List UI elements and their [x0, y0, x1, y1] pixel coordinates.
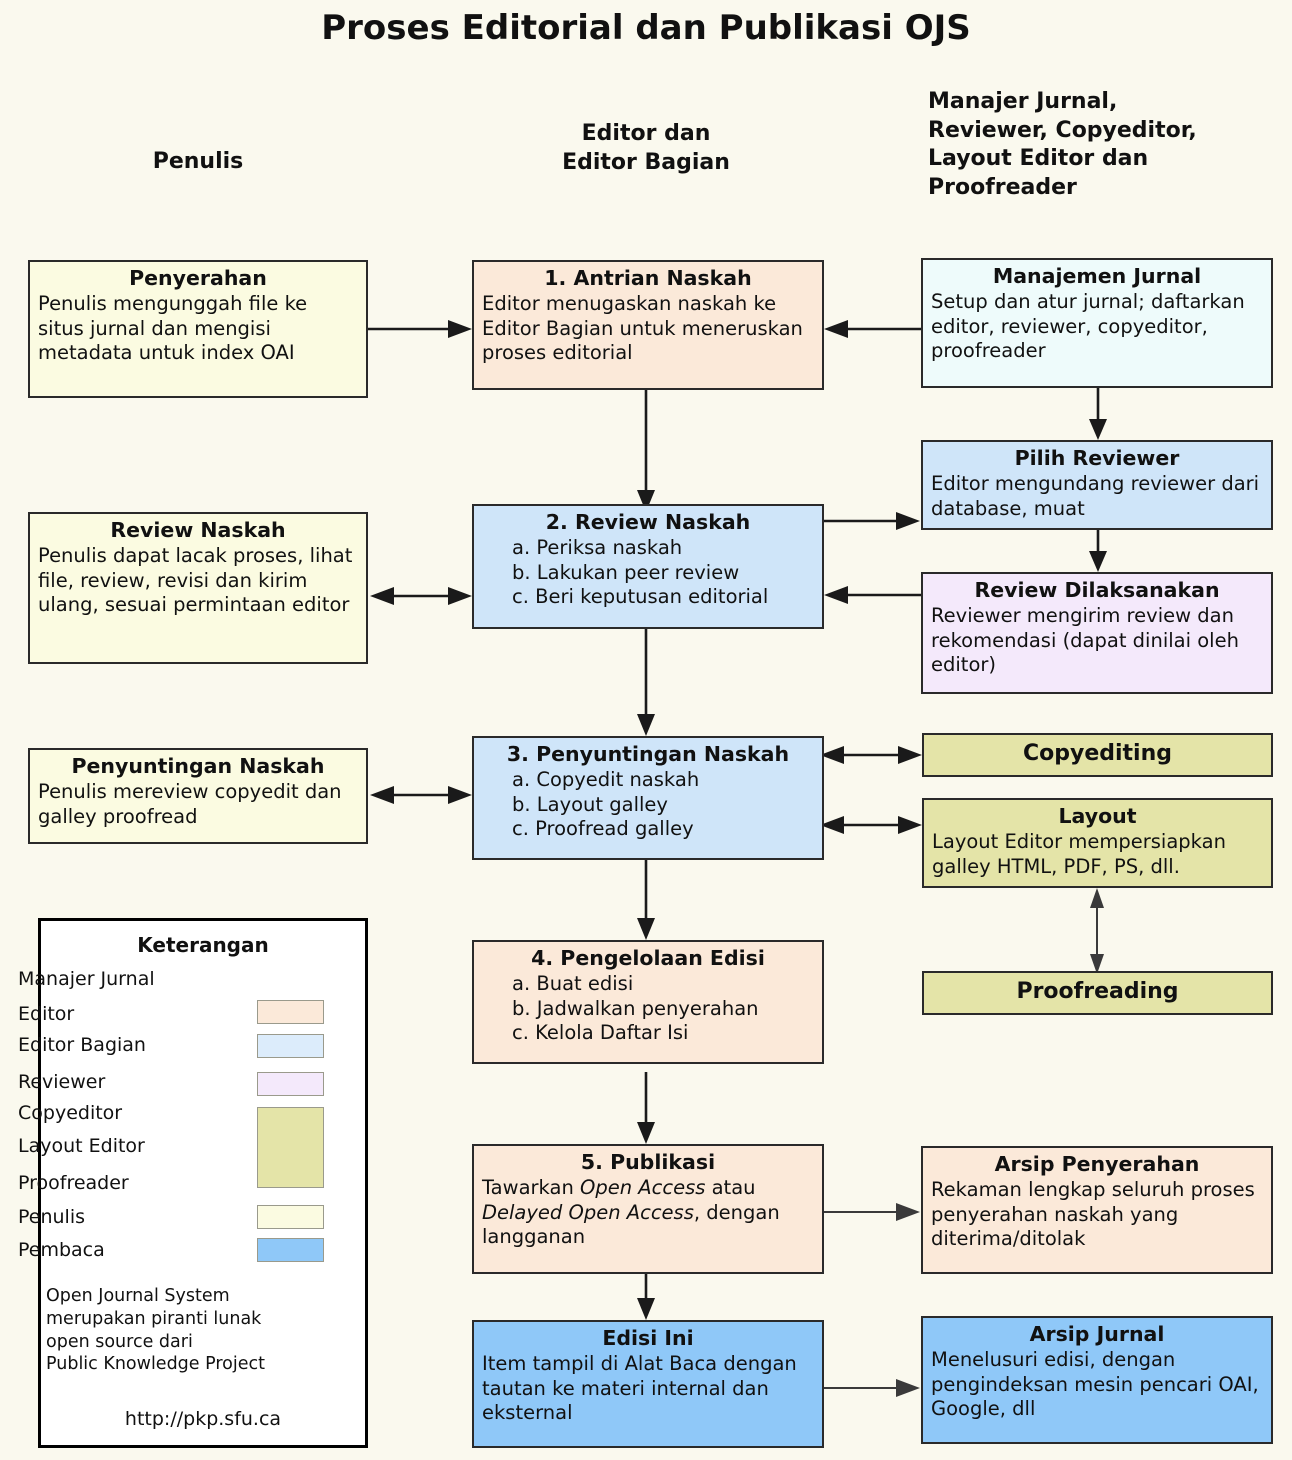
box-copyediting-title: Copyediting — [1022, 741, 1173, 767]
box-layout-body: Layout Editor mempersiapkan galley HTML,… — [932, 830, 1226, 878]
box-penyuntingan-naskah-title: 3. Penyuntingan Naskah — [506, 742, 790, 766]
legend-url: http://pkp.sfu.ca — [124, 1408, 282, 1430]
legend-title: Keterangan — [137, 933, 269, 957]
box-manajemen-jurnal-body: Setup dan atur jurnal; daftarkan editor,… — [931, 290, 1245, 362]
box-review-naskah-title: 2. Review Naskah — [545, 510, 751, 534]
box-pilih-reviewer[interactable]: Pilih Reviewer Editor mengundang reviewe… — [921, 440, 1273, 530]
box-penyuntingan-penulis[interactable]: Penyuntingan Naskah Penulis mereview cop… — [28, 748, 368, 844]
box-penyerahan-title: Penyerahan — [129, 266, 267, 290]
box-manajemen-jurnal-title: Manajemen Jurnal — [992, 264, 1202, 288]
box-layout[interactable]: Layout Layout Editor mempersiapkan galle… — [922, 798, 1273, 888]
legend-swatch-production — [257, 1107, 324, 1188]
legend-swatch-penulis — [257, 1205, 324, 1229]
box-penyerahan-body: Penulis mengunggah file ke situs jurnal … — [38, 292, 308, 364]
box-edisi-ini-title: Edisi Ini — [602, 1326, 694, 1350]
column-header-editor: Editor dan Editor Bagian — [562, 121, 730, 175]
box-review-naskah-item-c: c. Beri keputusan editorial — [512, 584, 769, 608]
legend-item-copyeditor: Copyeditor — [18, 1102, 123, 1124]
box-edisi-ini-body: Item tampil di Alat Baca dengan tautan k… — [482, 1352, 797, 1424]
box-antrian-naskah-title: 1. Antrian Naskah — [544, 266, 752, 290]
legend-item-editor-bagian: Editor Bagian — [18, 1034, 146, 1056]
box-arsip-penyerahan-title: Arsip Penyerahan — [994, 1152, 1200, 1176]
legend-swatch-pembaca — [257, 1238, 324, 1262]
box-review-naskah-penulis-body: Penulis dapat lacak proses, lihat file, … — [38, 544, 353, 616]
legend-item-reviewer: Reviewer — [18, 1071, 106, 1093]
legend-item-manajer-jurnal: Manajer Jurnal — [18, 968, 155, 990]
legend-swatch-reviewer — [257, 1072, 324, 1096]
box-pengelolaan-edisi-title: 4. Pengelolaan Edisi — [531, 946, 765, 970]
box-penyuntingan-naskah-item-b: b. Layout galley — [512, 792, 668, 816]
box-publikasi-title: 5. Publikasi — [580, 1150, 716, 1174]
box-penyuntingan-penulis-body: Penulis mereview copyedit dan galley pro… — [38, 780, 342, 828]
box-review-dilaksanakan[interactable]: Review Dilaksanakan Reviewer mengirim re… — [921, 572, 1273, 694]
box-publikasi[interactable]: 5. Publikasi Tawarkan Open Access atau D… — [472, 1144, 824, 1274]
legend-item-proofreader: Proofreader — [18, 1172, 129, 1194]
column-header-penulis: Penulis — [152, 149, 244, 174]
box-pengelolaan-edisi-item-b: b. Jadwalkan penyerahan — [512, 996, 759, 1020]
box-proofreading[interactable]: Proofreading — [922, 971, 1273, 1015]
box-review-naskah-penulis[interactable]: Review Naskah Penulis dapat lacak proses… — [28, 512, 368, 664]
box-penyuntingan-penulis-title: Penyuntingan Naskah — [71, 754, 325, 778]
box-review-dilaksanakan-body: Reviewer mengirim review dan rekomendasi… — [931, 604, 1239, 676]
legend-swatch-editor — [257, 1000, 324, 1024]
box-edisi-ini[interactable]: Edisi Ini Item tampil di Alat Baca denga… — [472, 1320, 824, 1448]
box-arsip-jurnal-body: Menelusuri edisi, dengan pengindeksan me… — [931, 1348, 1259, 1420]
box-pilih-reviewer-body: Editor mengundang reviewer dari database… — [931, 472, 1260, 520]
box-arsip-jurnal[interactable]: Arsip Jurnal Menelusuri edisi, dengan pe… — [921, 1316, 1273, 1444]
box-layout-title: Layout — [1058, 804, 1137, 828]
box-antrian-naskah-body: Editor menugaskan naskah ke Editor Bagia… — [482, 292, 803, 364]
box-publikasi-body: Tawarkan Open Access atau Delayed Open A… — [482, 1176, 780, 1248]
box-manajemen-jurnal[interactable]: Manajemen Jurnal Setup dan atur jurnal; … — [921, 258, 1273, 388]
legend-item-layout-editor: Layout Editor — [18, 1135, 145, 1157]
box-proofreading-title: Proofreading — [1016, 979, 1179, 1005]
legend-swatch-editor-bagian — [257, 1034, 324, 1058]
box-pengelolaan-edisi-item-c: c. Kelola Daftar Isi — [512, 1020, 689, 1044]
column-header-others: Manajer Jurnal, Reviewer, Copyeditor, La… — [928, 89, 1197, 200]
box-penyuntingan-naskah[interactable]: 3. Penyuntingan Naskah a. Copyedit naska… — [472, 736, 824, 860]
legend-note: Open Journal System merupakan piranti lu… — [46, 1286, 265, 1375]
box-arsip-penyerahan-body: Rekaman lengkap seluruh proses penyeraha… — [931, 1178, 1255, 1250]
box-penyerahan[interactable]: Penyerahan Penulis mengunggah file ke si… — [28, 260, 368, 398]
box-arsip-penyerahan[interactable]: Arsip Penyerahan Rekaman lengkap seluruh… — [921, 1146, 1273, 1274]
box-review-naskah-penulis-title: Review Naskah — [110, 518, 286, 542]
box-arsip-jurnal-title: Arsip Jurnal — [1029, 1322, 1165, 1346]
box-copyediting[interactable]: Copyediting — [922, 733, 1273, 777]
box-review-naskah[interactable]: 2. Review Naskah a. Periksa naskah b. La… — [472, 504, 824, 629]
box-pengelolaan-edisi-item-a: a. Buat edisi — [512, 972, 634, 996]
box-pengelolaan-edisi[interactable]: 4. Pengelolaan Edisi a. Buat edisi b. Ja… — [472, 940, 824, 1064]
legend-item-penulis: Penulis — [18, 1206, 86, 1228]
box-penyuntingan-naskah-item-a: a. Copyedit naskah — [512, 768, 700, 792]
legend-item-editor: Editor — [18, 1003, 75, 1025]
box-penyuntingan-naskah-item-c: c. Proofread galley — [512, 816, 694, 840]
legend-item-pembaca: Pembaca — [18, 1239, 105, 1261]
box-review-naskah-item-a: a. Periksa naskah — [512, 536, 683, 560]
box-antrian-naskah[interactable]: 1. Antrian Naskah Editor menugaskan nask… — [472, 260, 824, 390]
page-title: Proses Editorial dan Publikasi OJS — [321, 8, 971, 48]
box-review-dilaksanakan-title: Review Dilaksanakan — [974, 578, 1220, 602]
box-pilih-reviewer-title: Pilih Reviewer — [1014, 446, 1180, 470]
box-review-naskah-item-b: b. Lakukan peer review — [512, 560, 740, 584]
